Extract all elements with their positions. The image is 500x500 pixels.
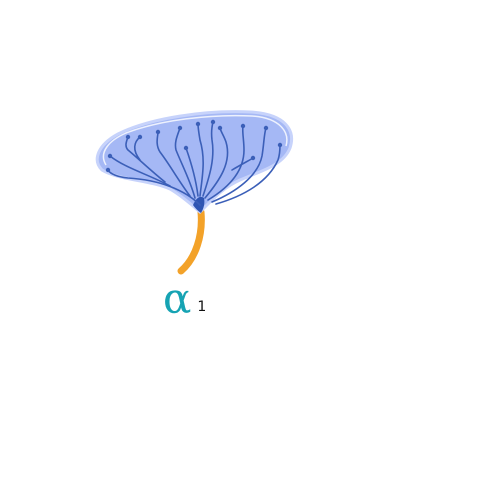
terminal-4 — [137, 134, 143, 140]
terminal-14 — [250, 155, 256, 161]
label-subscript: 1 — [197, 299, 207, 315]
alpha-symbol: α — [163, 274, 192, 323]
terminal-9 — [210, 119, 216, 125]
terminal-3 — [125, 134, 131, 140]
terminal-13 — [277, 142, 283, 148]
branch-6 — [174, 127, 196, 199]
branch-9 — [202, 121, 214, 197]
canopy-highlight — [102, 114, 288, 166]
branch-2 — [109, 155, 171, 187]
neuron-label: α 1 — [163, 278, 206, 320]
dendrite-branches — [107, 121, 281, 206]
terminal-2 — [107, 153, 113, 159]
terminal-12 — [263, 125, 269, 131]
axon — [177, 208, 205, 275]
terminal-7 — [183, 145, 189, 151]
terminal-11 — [240, 123, 246, 129]
terminal-1 — [105, 167, 111, 173]
branch-8 — [197, 123, 204, 197]
branch-3 — [125, 136, 166, 183]
dendrite-terminals — [105, 119, 283, 173]
terminal-10 — [217, 125, 223, 131]
terminal-5 — [155, 129, 161, 135]
branch-7 — [185, 147, 199, 197]
terminal-6 — [177, 125, 183, 131]
terminal-8 — [195, 121, 201, 127]
branch-5 — [156, 131, 191, 197]
branch-1 — [107, 169, 201, 206]
branch-11 — [207, 125, 245, 201]
branch-13 — [215, 144, 281, 205]
branch-10 — [204, 127, 229, 199]
branch-12 — [211, 127, 267, 203]
